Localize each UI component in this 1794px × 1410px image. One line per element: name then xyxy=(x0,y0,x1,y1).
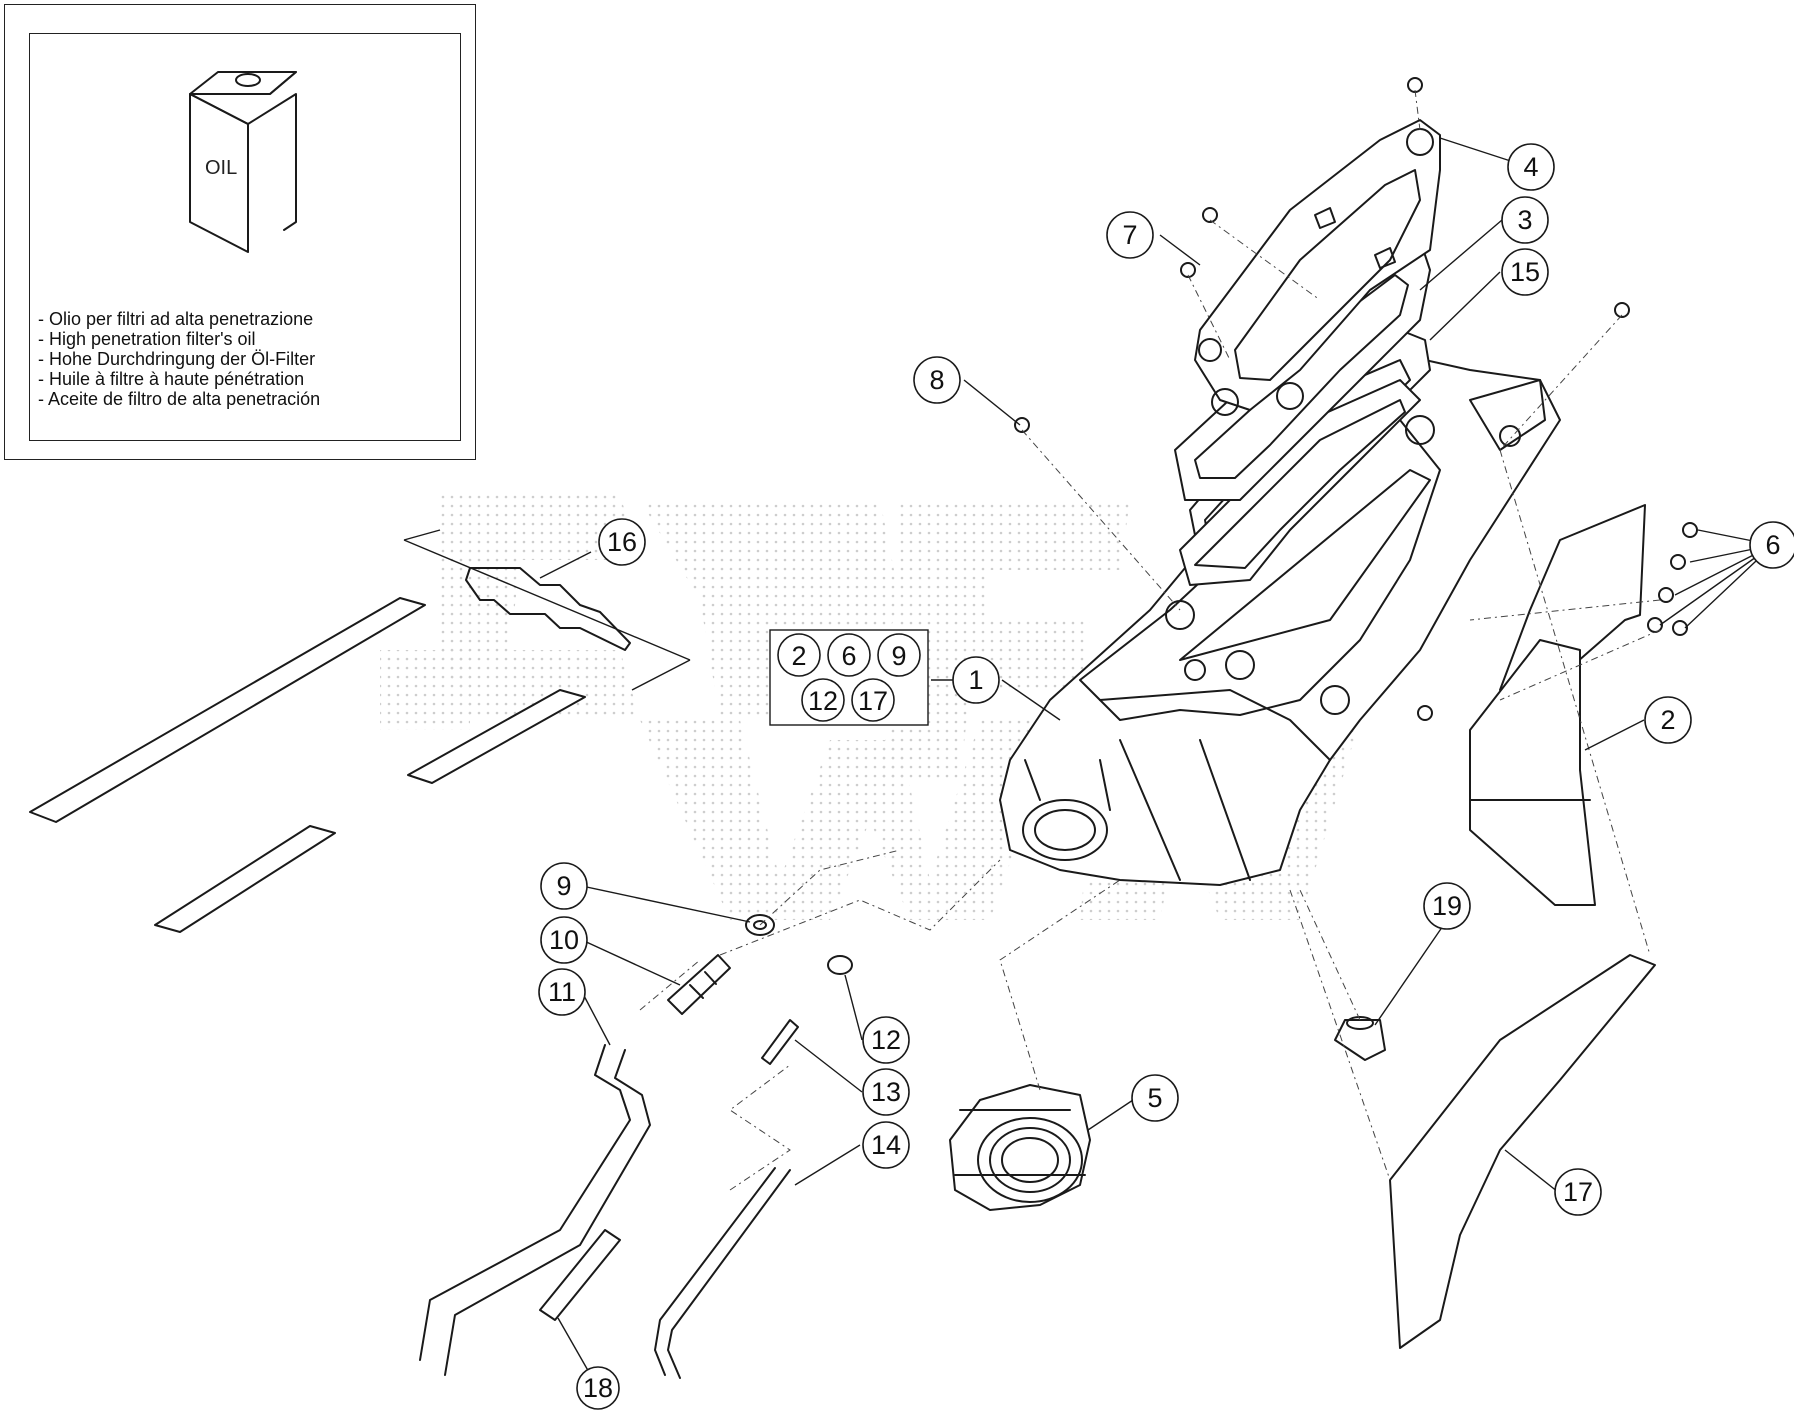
svg-text:5: 5 xyxy=(1147,1083,1162,1113)
svg-text:10: 10 xyxy=(549,925,579,955)
svg-text:15: 15 xyxy=(1510,257,1540,287)
callout-17: 17 xyxy=(1554,1168,1602,1216)
callout-1: 1 xyxy=(952,656,1000,704)
part-12-grommet xyxy=(827,955,853,975)
svg-text:13: 13 xyxy=(871,1077,901,1107)
svg-text:3: 3 xyxy=(1517,205,1532,235)
svg-text:17: 17 xyxy=(1563,1177,1593,1207)
callout-18: 18 xyxy=(576,1366,620,1410)
leader-lines xyxy=(539,137,1774,1389)
svg-text:14: 14 xyxy=(871,1130,901,1160)
oil-can-icon: OIL xyxy=(189,71,297,253)
part-17-side-foam xyxy=(1389,954,1656,1349)
part-15-filter-foam xyxy=(1179,329,1431,586)
note-line-es: - Aceite de filtro de alta penetración xyxy=(38,389,321,409)
kit-item-2: 2 xyxy=(791,641,806,671)
svg-text:1: 1 xyxy=(968,665,983,695)
assembly-lines xyxy=(639,89,1661,1191)
callout-16: 16 xyxy=(598,518,646,566)
part-5-intake-boot xyxy=(949,1084,1091,1211)
note-line-it: - Olio per filtri ad alta penetrazione xyxy=(38,309,314,329)
callout-13: 13 xyxy=(862,1068,910,1116)
callout-5: 5 xyxy=(1131,1074,1179,1122)
callout-10: 10 xyxy=(540,916,588,964)
svg-text:18: 18 xyxy=(583,1373,613,1403)
svg-text:19: 19 xyxy=(1432,891,1462,921)
callout-8: 8 xyxy=(913,356,961,404)
part-18-pipe xyxy=(539,1229,621,1321)
part-10-connector-pipe xyxy=(667,954,731,1015)
svg-text:2: 2 xyxy=(1660,705,1675,735)
callout-12: 12 xyxy=(862,1016,910,1064)
part-11-hose xyxy=(419,1044,651,1376)
callout-7: 7 xyxy=(1106,211,1154,259)
oil-note-box: OIL - Olio per filtri ad alta penetrazio… xyxy=(4,4,476,460)
callout-3: 3 xyxy=(1501,196,1549,244)
note-line-fr: - Huile à filtre à haute pénétration xyxy=(38,369,305,389)
kit-group-box: 2 6 9 12 17 xyxy=(769,629,929,726)
part-1-airbox xyxy=(999,349,1561,886)
oil-note-text: - Olio per filtri ad alta penetrazione -… xyxy=(38,309,320,409)
kit-item-17: 17 xyxy=(858,686,888,716)
note-line-en: - High penetration filter's oil xyxy=(38,329,256,349)
callout-2: 2 xyxy=(1644,696,1692,744)
kit-item-12: 12 xyxy=(808,686,838,716)
callout-19: 19 xyxy=(1423,882,1471,930)
part-2-side-panel xyxy=(1469,504,1646,906)
callout-9: 9 xyxy=(540,862,588,910)
callout-11: 11 xyxy=(538,968,586,1016)
callout-4: 4 xyxy=(1507,143,1555,191)
oil-note-frame: OIL - Olio per filtri ad alta penetrazio… xyxy=(29,33,461,441)
oil-can-label: OIL xyxy=(205,157,237,179)
screws xyxy=(1014,77,1698,721)
svg-text:4: 4 xyxy=(1523,152,1538,182)
part-16-foam-strips xyxy=(29,529,691,933)
callout-6: 6 xyxy=(1749,521,1794,569)
callout-15: 15 xyxy=(1501,248,1549,296)
svg-text:12: 12 xyxy=(871,1025,901,1055)
callouts: 1 2 3 4 5 6 7 8 9 10 11 12 13 14 15 16 1… xyxy=(538,143,1794,1410)
svg-text:6: 6 xyxy=(1765,530,1780,560)
svg-text:8: 8 xyxy=(929,365,944,395)
svg-text:7: 7 xyxy=(1122,220,1137,250)
svg-text:11: 11 xyxy=(548,977,576,1007)
kit-item-6: 6 xyxy=(841,641,856,671)
svg-text:16: 16 xyxy=(607,527,637,557)
note-line-de: - Hohe Durchdringung der Öl-Filter xyxy=(38,349,316,369)
kit-item-9: 9 xyxy=(891,641,906,671)
part-14-hose xyxy=(654,1167,791,1379)
part-4-cover-plate xyxy=(1194,119,1441,416)
part-19-drain-plug xyxy=(1334,1016,1386,1061)
part-13-fitting xyxy=(761,1019,799,1065)
callout-14: 14 xyxy=(862,1121,910,1169)
svg-text:9: 9 xyxy=(556,871,571,901)
